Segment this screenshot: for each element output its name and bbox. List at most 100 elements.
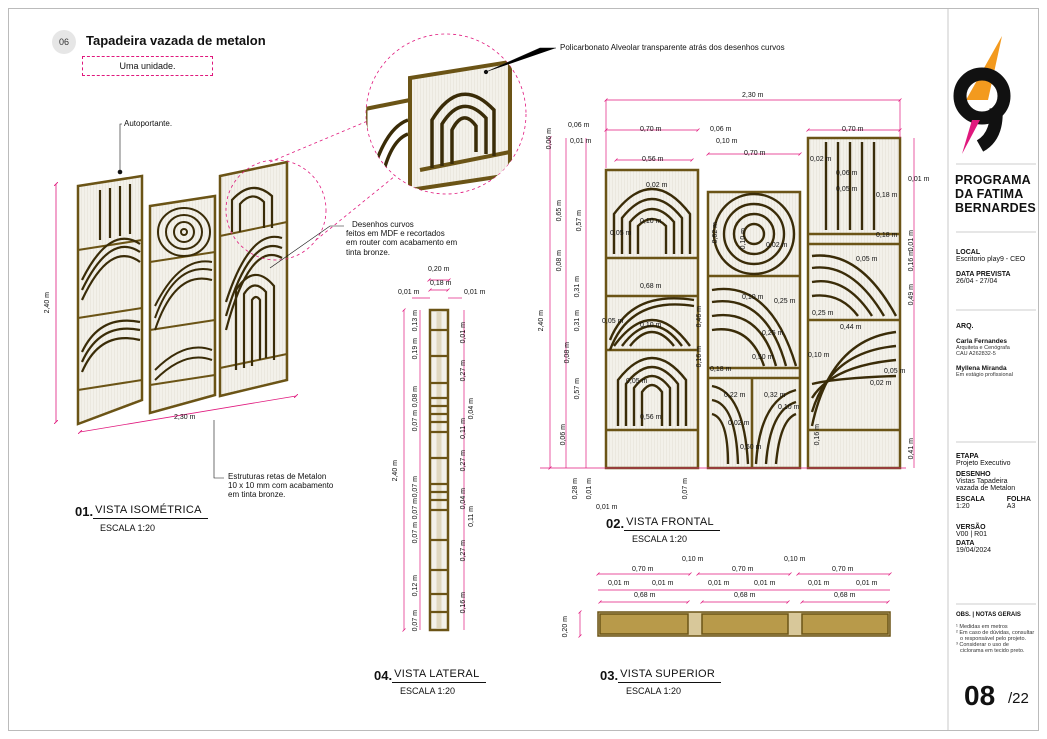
- dim-front-total: 2,30 m: [742, 92, 764, 99]
- top-view: [580, 574, 890, 636]
- dim: 0,13 m: [412, 310, 419, 332]
- dim: 0,02 m: [728, 420, 750, 427]
- dim-side-w020: 0,20 m: [428, 266, 450, 273]
- dim-front-g001: 0,01 m: [570, 138, 592, 145]
- view-title-iso: 01.VISTA ISOMÉTRICA: [75, 504, 208, 519]
- dim: 0,06 m: [836, 170, 858, 177]
- play9-logo: [953, 36, 1011, 154]
- view-scale-iso: ESCALA 1:20: [100, 523, 156, 533]
- dim: 0,68 m: [640, 283, 662, 290]
- view-scale-side: ESCALA 1:20: [400, 686, 456, 696]
- dim-front-g010: 0,10 m: [716, 138, 738, 145]
- panel-obs: OBS. | NOTAS GERAIS ¹ Medidas em metros …: [956, 612, 1035, 654]
- dim-side-l001: 0,01 m: [398, 289, 420, 296]
- dim: 0,06 m: [560, 424, 567, 446]
- dim: 0,01 m: [596, 504, 618, 511]
- dim: 0,02 m: [810, 156, 832, 163]
- dim-front-g006a: 0,06 m: [568, 122, 590, 129]
- dim: 0,62 m: [712, 222, 719, 244]
- dim: 0,44 m: [840, 324, 862, 331]
- dim: 0,07 m: [412, 476, 419, 498]
- dim: 0,02 m: [766, 242, 788, 249]
- dim-front-p1: 0,70 m: [640, 126, 662, 133]
- dim: 0,10 m: [740, 228, 747, 250]
- dim: 0,41 m: [908, 438, 915, 460]
- dim: 0,60 m: [740, 444, 762, 451]
- dim: 0,05 m: [610, 230, 632, 237]
- dim: 0,16 m: [460, 592, 467, 614]
- dim: 0,06 m: [546, 128, 553, 150]
- dim: 0,05 m: [836, 186, 858, 193]
- view-scale-top: ESCALA 1:20: [626, 686, 682, 696]
- dim: 0,01 m: [652, 580, 674, 587]
- sheet-total: /22: [1008, 690, 1029, 707]
- dim: 0,16 m: [814, 424, 821, 446]
- dim-iso-width: 2,30 m: [174, 414, 196, 421]
- dim: 0,10 m: [778, 404, 800, 411]
- side-view: [404, 280, 465, 630]
- dim-top-p2: 0,70 m: [732, 566, 754, 573]
- dim-iso-height: 2,40 m: [44, 292, 51, 314]
- dim: 0,07 m: [412, 410, 419, 432]
- dim: 0,68 m: [734, 592, 756, 599]
- dim-front-p3: 0,70 m: [842, 126, 864, 133]
- quantity-note: Uma unidade.: [82, 56, 213, 76]
- note-autoportante: Autoportante.: [124, 119, 173, 128]
- dim: 0,16 m: [696, 346, 703, 368]
- dim: 0,05 m: [884, 368, 906, 375]
- panel-local: LOCAL Escritorio play9 - CEO DATA PREVIS…: [956, 249, 1026, 285]
- dim-front-w056: 0,56 m: [642, 156, 664, 163]
- note-policarbonato: Policarbonato Alveolar transparente atrá…: [560, 43, 785, 52]
- dim: 0,01 m: [856, 580, 878, 587]
- dim-top-g1: 0,10 m: [682, 556, 704, 563]
- dim: 0,12 m: [412, 575, 419, 597]
- dim: 0,07 m: [412, 522, 419, 544]
- iso-view: [56, 119, 401, 479]
- dim-top-g2: 0,10 m: [784, 556, 806, 563]
- dim: 0,01 m: [586, 478, 593, 500]
- view-title-side: 04.VISTA LATERAL: [374, 668, 486, 683]
- dim: 0,65 m: [556, 200, 563, 222]
- dim: 0,01 m: [808, 580, 830, 587]
- dim-front-h240: 2,40 m: [538, 310, 545, 332]
- dim: 0,01 m: [460, 322, 467, 344]
- dim-side-w018: 0,18 m: [430, 280, 452, 287]
- view-title-front: 02.VISTA FRONTAL: [606, 516, 720, 531]
- note-desenhos-curvos: Desenhos curvos feitos em MDF e recortad…: [346, 220, 458, 257]
- dim: 0,57 m: [574, 378, 581, 400]
- dim: 0,46 m: [696, 306, 703, 328]
- dim: 0,07 m: [412, 498, 419, 520]
- dim: 0,04 m: [468, 398, 475, 420]
- dim: 0,08 m: [412, 386, 419, 408]
- program-name: PROGRAMA DA FATIMA BERNARDES: [955, 173, 1036, 215]
- dim-front-g006b: 0,06 m: [710, 126, 732, 133]
- dim: 0,11 m: [460, 418, 467, 439]
- dim: 0,01 m: [908, 176, 930, 183]
- dim: 0,31 m: [574, 310, 581, 332]
- dim: 0,10 m: [742, 294, 764, 301]
- dim: 0,10 m: [640, 322, 662, 329]
- dim: 0,27 m: [460, 540, 467, 562]
- page-title: Tapadeira vazada de metalon: [86, 33, 266, 48]
- dim: 0,18 m: [876, 192, 898, 199]
- dim-top-h: 0,20 m: [562, 616, 569, 638]
- item-number-badge: 06: [52, 30, 76, 54]
- detail-view: [365, 33, 556, 195]
- dim: 0,31 m: [574, 276, 581, 298]
- dim: 0,07 m: [412, 610, 419, 632]
- dim: 0,28 m: [572, 478, 579, 500]
- dim: 0,08 m: [564, 342, 571, 364]
- dim: 0,19 m: [412, 338, 419, 360]
- dim: 0,68 m: [634, 592, 656, 599]
- dim: 0,11 m: [468, 506, 475, 527]
- dim-top-p3: 0,70 m: [832, 566, 854, 573]
- dim: 0,22 m: [724, 392, 746, 399]
- dim-side-h240: 2,40 m: [392, 460, 399, 482]
- dim: 0,05 m: [856, 256, 878, 263]
- dim: 0,10 m: [808, 352, 830, 359]
- dim: 0,18 m: [710, 366, 732, 373]
- sheet-number: 08: [964, 680, 996, 711]
- dim-top-p1: 0,70 m: [632, 566, 654, 573]
- dim: 0,08 m: [556, 250, 563, 272]
